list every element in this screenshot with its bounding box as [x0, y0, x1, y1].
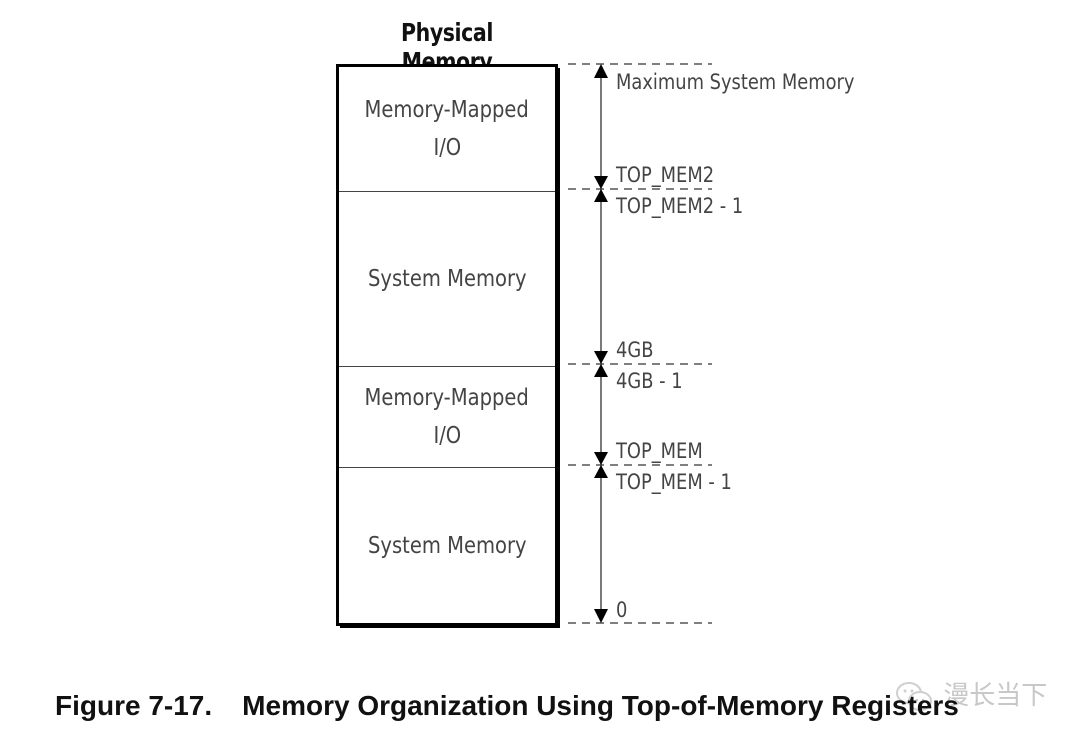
label-top-mem2-minus-1: TOP_MEM2 - 1: [616, 194, 744, 218]
arrow-up-icon: [594, 465, 608, 478]
label-4gb: 4GB: [616, 338, 654, 362]
arrow-up-icon: [594, 364, 608, 377]
region-label: System Memory: [367, 266, 527, 292]
region-label: I/O: [433, 135, 461, 161]
watermark: 漫长当下: [895, 675, 1047, 713]
figure-caption-text: Memory Organization Using Top-of-Memory …: [242, 690, 959, 721]
wechat-icon: [895, 681, 935, 713]
label-zero: 0: [616, 598, 628, 622]
label-top-mem: TOP_MEM: [616, 439, 703, 463]
region-system-memory-high: System Memory: [339, 192, 555, 367]
region-label: Memory-Mapped: [364, 385, 530, 411]
region-mmio-high: Memory-Mapped I/O: [339, 67, 555, 192]
arrow-down-icon: [594, 176, 608, 189]
label-top-mem2: TOP_MEM2: [616, 163, 715, 187]
region-system-memory-low: System Memory: [339, 468, 555, 623]
region-mmio-low: Memory-Mapped I/O: [339, 367, 555, 468]
arrow-up-icon: [594, 64, 608, 78]
watermark-text: 漫长当下: [943, 681, 1048, 711]
label-top-mem-minus-1: TOP_MEM - 1: [616, 470, 732, 494]
figure-caption: Figure 7-17. Memory Organization Using To…: [55, 690, 959, 722]
region-label: I/O: [433, 423, 461, 449]
diagram-title: Physical Memory: [401, 18, 493, 76]
arrow-down-icon: [594, 609, 608, 623]
arrow-down-icon: [594, 351, 608, 364]
arrow-up-icon: [594, 189, 608, 202]
arrow-down-icon: [594, 452, 608, 465]
physical-memory-box: Memory-Mapped I/O System Memory Memory-M…: [336, 64, 558, 626]
figure-number: Figure 7-17.: [55, 690, 213, 721]
label-maximum-system-memory: Maximum System Memory: [616, 70, 855, 94]
label-4gb-minus-1: 4GB - 1: [616, 369, 683, 393]
region-label: System Memory: [367, 532, 527, 559]
region-label: Memory-Mapped: [364, 97, 530, 123]
